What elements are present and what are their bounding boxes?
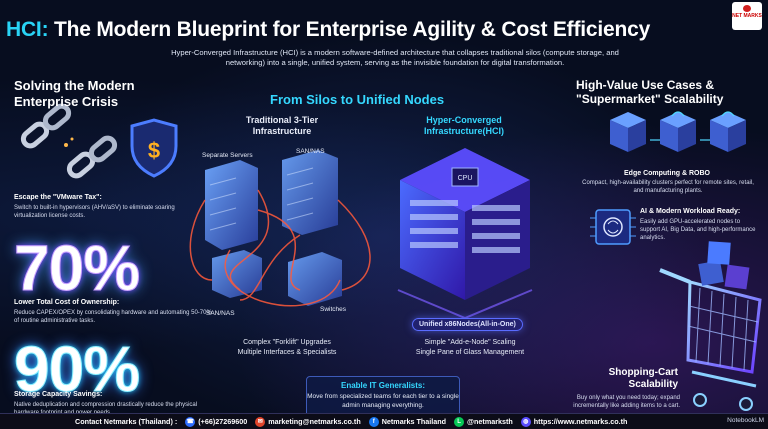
page-title: HCI: The Modern Blueprint for Enterprise… (6, 18, 650, 42)
generalists-body: Move from specialized teams for each tie… (307, 393, 459, 409)
tco-title: Lower Total Cost of Ownership: (14, 299, 120, 306)
logo-mark-icon (743, 5, 751, 12)
footer-email[interactable]: ✉marketing@netmarks.co.th (255, 416, 361, 427)
logo-text: NET MARKS (732, 13, 762, 19)
broken-chain-icon (20, 103, 118, 179)
shopping-cart-body: Buy only what you need today; expand inc… (573, 395, 680, 409)
hci-heading: Hyper-Converged Infrastructure(HCI) (423, 115, 504, 136)
generalists-box: Enable IT Generalists: Move from special… (306, 376, 460, 418)
shield-dollar-icon: $ (130, 118, 178, 178)
ai-workload-body: Easily add GPU-accelerated nodes to supp… (640, 219, 756, 241)
phone-icon: ☎ (185, 416, 196, 427)
center-heading: From Silos to Unified Nodes (270, 92, 445, 107)
footer-website[interactable]: ◍https://www.netmarks.co.th (520, 416, 628, 427)
shopping-cart-illustration (659, 241, 762, 411)
ai-workload-title: AI & Modern Workload Ready: (640, 208, 741, 215)
cpu-label: CPU (458, 175, 473, 182)
line-icon: L (454, 416, 465, 427)
email-icon: ✉ (255, 416, 266, 427)
footer-contact-label: Contact Netmarks (Thailand) : (75, 417, 178, 426)
footer-phone[interactable]: ☎(+66)27269600 (185, 416, 248, 427)
hci-caption-1: Simple "Add-e-Node" Scaling (424, 339, 516, 346)
facebook-icon: f (368, 416, 379, 427)
hci-caption-2: Single Pane of Glass Management (415, 349, 525, 357)
vmware-tax-title: Escape the "VMware Tax": (14, 194, 102, 201)
svg-text:$: $ (148, 138, 160, 163)
edge-computing-title: Edge Computing & ROBO (624, 170, 710, 177)
tco-body: Reduce CAPEX/OPEX by consolidating hardw… (14, 310, 212, 324)
hci-captions: Simple "Add-e-Node" Scaling Single Pane … (390, 338, 550, 358)
notebooklm-watermark: NotebookLM (727, 417, 764, 424)
edge-computing-body: Compact, high-availability clusters perf… (582, 180, 754, 194)
page-subtitle: Hyper-Converged Infrastructure (HCI) is … (171, 48, 619, 68)
traditional-caption-2: Multiple Interfaces & Specialists (237, 349, 337, 357)
label-san-nas-bottom: SAN/NAS (206, 310, 235, 317)
left-heading: Solving the Modern Enterprise Crisis (14, 78, 135, 109)
netmarks-logo: NET MARKS (732, 2, 762, 30)
vmware-tax-body: Switch to built-in hypervisors (AHV/aSV)… (14, 205, 175, 219)
footer-line-text: @netmarksth (467, 417, 513, 426)
ai-chip-icon (590, 209, 636, 245)
shopping-cart-title: Shopping-Cart Scalability (608, 367, 678, 390)
footer-facebook-text: Netmarks Thailand (381, 417, 447, 426)
traditional-captions: Complex "Forklift" Upgrades Multiple Int… (212, 338, 362, 358)
footer-phone-text: (+66)27269600 (198, 417, 248, 426)
traditional-servers-illustration (189, 150, 371, 307)
footer-website-text: https://www.netmarks.co.th (533, 417, 628, 426)
right-heading: High-Value Use Cases & "Supermarket" Sca… (576, 78, 724, 107)
storage-savings-title: Storage Capacity Savings: (14, 391, 103, 398)
footer-line[interactable]: L@netmarksth (454, 416, 513, 427)
edge-cubes-illustration (610, 111, 746, 152)
generalists-title: Enable IT Generalists: (340, 381, 426, 390)
title-main: The Modern Blueprint for Enterprise Agil… (48, 18, 651, 41)
stat-70-value: 70% (13, 232, 140, 305)
globe-icon: ◍ (520, 416, 531, 427)
label-switches: Switches (320, 306, 347, 313)
traditional-heading: Traditional 3-Tier Infrastructure (245, 115, 319, 136)
footer-bar: Contact Netmarks (Thailand) : ☎(+66)2726… (0, 413, 768, 429)
storage-savings-body: Native deduplication and compression dra… (14, 402, 198, 416)
title-prefix: HCI: (6, 18, 49, 41)
traditional-caption-1: Complex "Forklift" Upgrades (243, 339, 331, 346)
hci-node-illustration: CPU (397, 148, 533, 320)
label-san-nas-top: SAN/NAS (296, 148, 325, 155)
label-separate-servers: Separate Servers (202, 152, 253, 159)
unified-nodes-badge: Unified x86Nodes(All-in-One) (412, 318, 523, 331)
stat-90-value: 90% (13, 333, 140, 406)
footer-email-text: marketing@netmarks.co.th (268, 417, 361, 426)
